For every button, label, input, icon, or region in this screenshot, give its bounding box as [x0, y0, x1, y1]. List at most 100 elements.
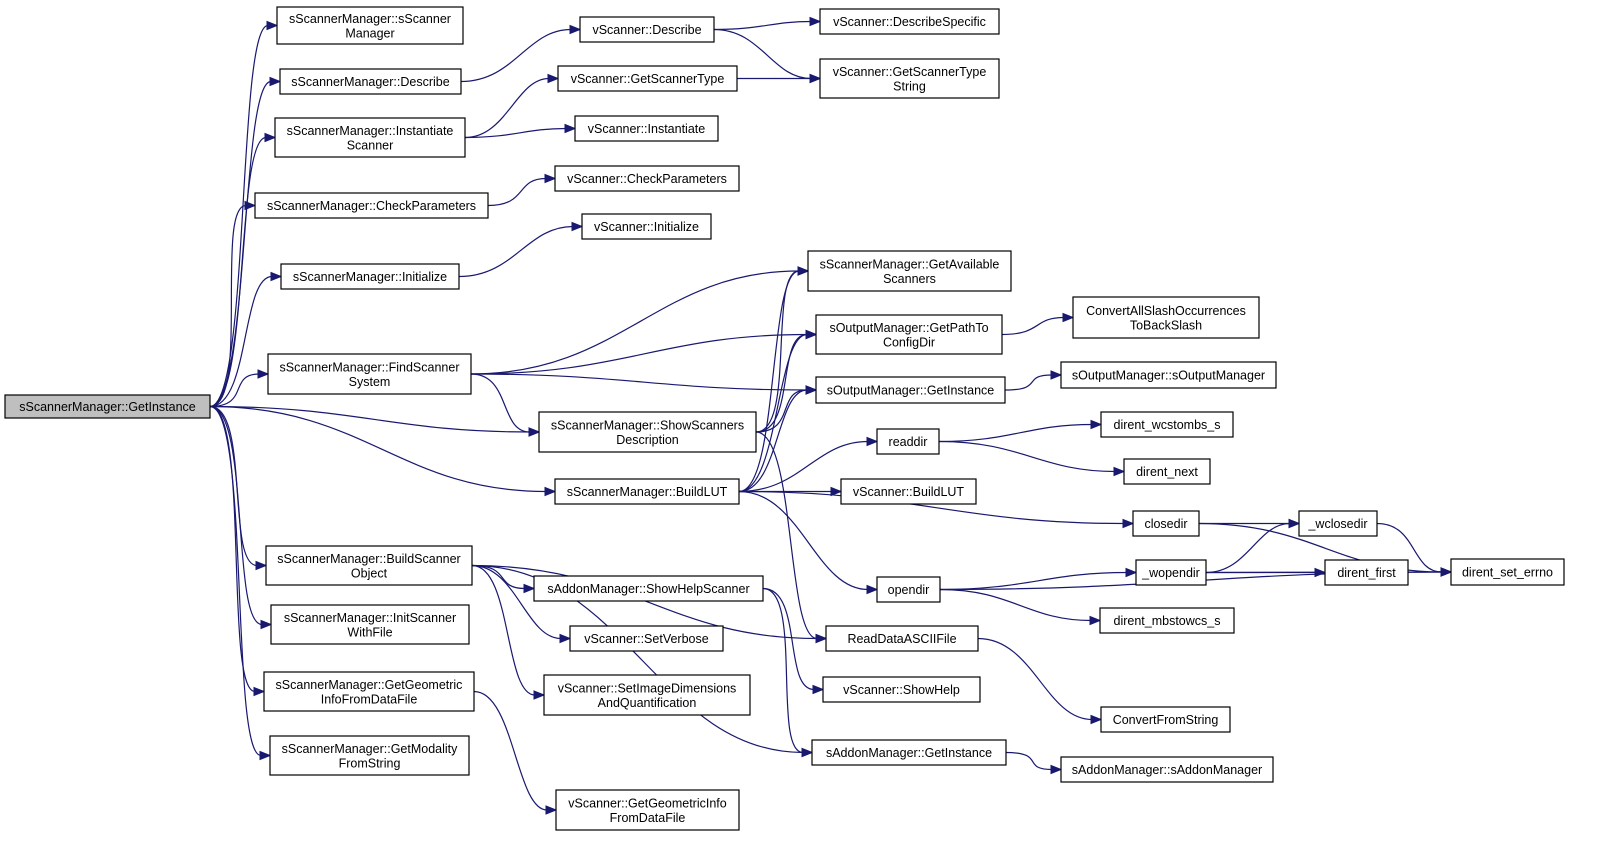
node-box — [815, 314, 1003, 355]
node-label: sScannerManager::CheckParameters — [267, 199, 476, 213]
node-wclosedir[interactable]: _wclosedir — [1298, 510, 1378, 537]
node-label: sScannerManager::GetGeometric — [276, 678, 463, 692]
arrowhead-n_initialize — [270, 271, 283, 282]
arrowhead-f_mbstowcs — [1089, 615, 1102, 626]
node-dirent-first[interactable]: dirent_first — [1324, 559, 1409, 586]
node-vscanner-describespecific[interactable]: vScanner::DescribeSpecific — [819, 8, 1000, 35]
node-label: dirent_first — [1337, 566, 1396, 580]
node-box — [1135, 559, 1207, 586]
edge-f_readdir-to-f_next — [938, 440, 1116, 473]
node-sscannermanager-sscannermanager[interactable]: sScannerManager::sScannerManager — [276, 6, 464, 45]
arrowhead-v_setimagedim — [533, 690, 546, 700]
edge-n_buildobj-to-v_setverbose — [471, 564, 562, 640]
node-sscannermanager-initialize[interactable]: sScannerManager::Initialize — [280, 263, 460, 290]
edge-root-to-n_getgeom — [209, 405, 256, 693]
edge-n_buildlut-to-o_getpath — [738, 333, 808, 493]
node-label: Scanner — [347, 138, 394, 152]
node-readdir[interactable]: readdir — [876, 428, 940, 455]
node-wopendir[interactable]: _wopendir — [1135, 559, 1207, 586]
node-sscannermanager-describe[interactable]: sScannerManager::Describe — [279, 68, 462, 95]
node-label: dirent_set_errno — [1462, 566, 1553, 580]
node-vscanner-buildlut[interactable]: vScanner::BuildLUT — [840, 478, 977, 505]
node-dirent-set-errno[interactable]: dirent_set_errno — [1450, 558, 1565, 586]
node-saddonmanager-showhelpscanner[interactable]: sAddonManager::ShowHelpScanner — [533, 575, 764, 602]
node-vscanner-instantiate[interactable]: vScanner::Instantiate — [574, 115, 719, 142]
node-box — [557, 65, 738, 92]
node-saddonmanager-getinstance[interactable]: sAddonManager::GetInstance — [811, 739, 1007, 766]
node-vscanner-describe[interactable]: vScanner::Describe — [579, 16, 715, 43]
edge-f_opendir-to-f_wopendir — [939, 571, 1128, 591]
node-box — [1072, 296, 1260, 339]
node-vscanner-setimagedimensionsandquantification[interactable]: vScanner::SetImageDimensionsAndQuantific… — [543, 674, 751, 716]
node-box — [840, 478, 977, 505]
node-box — [811, 739, 1007, 766]
arrowhead-v_instantiate — [564, 123, 577, 134]
node-box — [254, 192, 489, 219]
node-vscanner-showhelp[interactable]: vScanner::ShowHelp — [822, 676, 981, 703]
node-label: sScannerManager::GetModality — [282, 742, 459, 756]
node-label: readdir — [889, 435, 928, 449]
node-label: ConvertFromString — [1113, 713, 1219, 727]
edge-root-to-n_findscanner — [209, 373, 260, 408]
node-label: Object — [351, 566, 388, 580]
node-readdataasciifile[interactable]: ReadDataASCIIFile — [825, 625, 979, 652]
arrowhead-n_showscanners — [528, 427, 541, 437]
node-dirent-mbstowcs-s[interactable]: dirent_mbstowcs_s — [1099, 607, 1235, 634]
edge-a_showhelp-to-a_getinst — [762, 587, 804, 754]
arrowhead-n_getmodality — [259, 750, 272, 761]
node-label: closedir — [1144, 517, 1187, 531]
node-sscannermanager-buildlut[interactable]: sScannerManager::BuildLUT — [554, 478, 740, 505]
node-soutputmanager-soutputmanager[interactable]: sOutputManager::sOutputManager — [1060, 361, 1277, 389]
node-convertfromstring[interactable]: ConvertFromString — [1100, 706, 1231, 733]
root-node[interactable]: sScannerManager::GetInstance — [4, 394, 211, 419]
edge-f_readdir-to-f_wcstombs — [938, 423, 1093, 443]
node-box — [270, 604, 470, 645]
node-box — [538, 411, 757, 453]
node-box — [533, 575, 764, 602]
edge-f_readascii-to-f_convstr — [977, 637, 1093, 721]
arrowhead-n_getgeom — [253, 686, 266, 697]
edge-n_instantiate-to-v_instantiate — [464, 127, 567, 139]
node-label: WithFile — [347, 625, 392, 639]
node-dirent-next[interactable]: dirent_next — [1123, 458, 1211, 485]
node-dirent-wcstombs-s[interactable]: dirent_wcstombs_s — [1100, 411, 1234, 438]
edge-o_getinst-to-o_ctor — [1004, 374, 1053, 391]
node-label: String — [893, 79, 926, 93]
node-label: sAddonManager::GetInstance — [826, 746, 992, 760]
node-closedir[interactable]: closedir — [1132, 510, 1200, 537]
arrowhead-v_initialize — [571, 221, 584, 232]
node-soutputmanager-getinstance[interactable]: sOutputManager::GetInstance — [815, 376, 1006, 404]
arrowhead-v_getgeom — [545, 805, 558, 815]
edge-n_showscanners-to-o_getinst — [755, 389, 808, 433]
node-label: System — [349, 375, 391, 389]
arrowhead-f_convstr — [1090, 714, 1103, 725]
node-opendir[interactable]: opendir — [876, 576, 941, 603]
node-vscanner-setverbose[interactable]: vScanner::SetVerbose — [569, 625, 724, 652]
node-vscanner-getscannertype[interactable]: vScanner::GetScannerType — [557, 65, 738, 92]
arrowhead-o_getinst — [805, 385, 818, 395]
node-box — [876, 576, 941, 603]
node-label: vScanner::CheckParameters — [567, 172, 727, 186]
node-sscannermanager-getgeometricinfofromdatafile[interactable]: sScannerManager::GetGeometricInfoFromDat… — [263, 671, 475, 712]
node-label: sScannerManager::InitScanner — [284, 611, 456, 625]
edge-a_getinst-to-a_ctor — [1005, 751, 1053, 771]
node-label: sScannerManager::GetAvailable — [820, 257, 1000, 271]
node-box — [4, 394, 211, 419]
node-saddonmanager-saddonmanager[interactable]: sAddonManager::sAddonManager — [1060, 756, 1274, 783]
node-vscanner-checkparameters[interactable]: vScanner::CheckParameters — [554, 165, 740, 192]
edge-n_checkparams-to-v_checkparams — [487, 177, 547, 207]
node-sscannermanager-checkparameters[interactable]: sScannerManager::CheckParameters — [254, 192, 489, 219]
arrowhead-n_buildobj — [255, 560, 268, 571]
node-vscanner-initialize[interactable]: vScanner::Initialize — [581, 213, 712, 240]
